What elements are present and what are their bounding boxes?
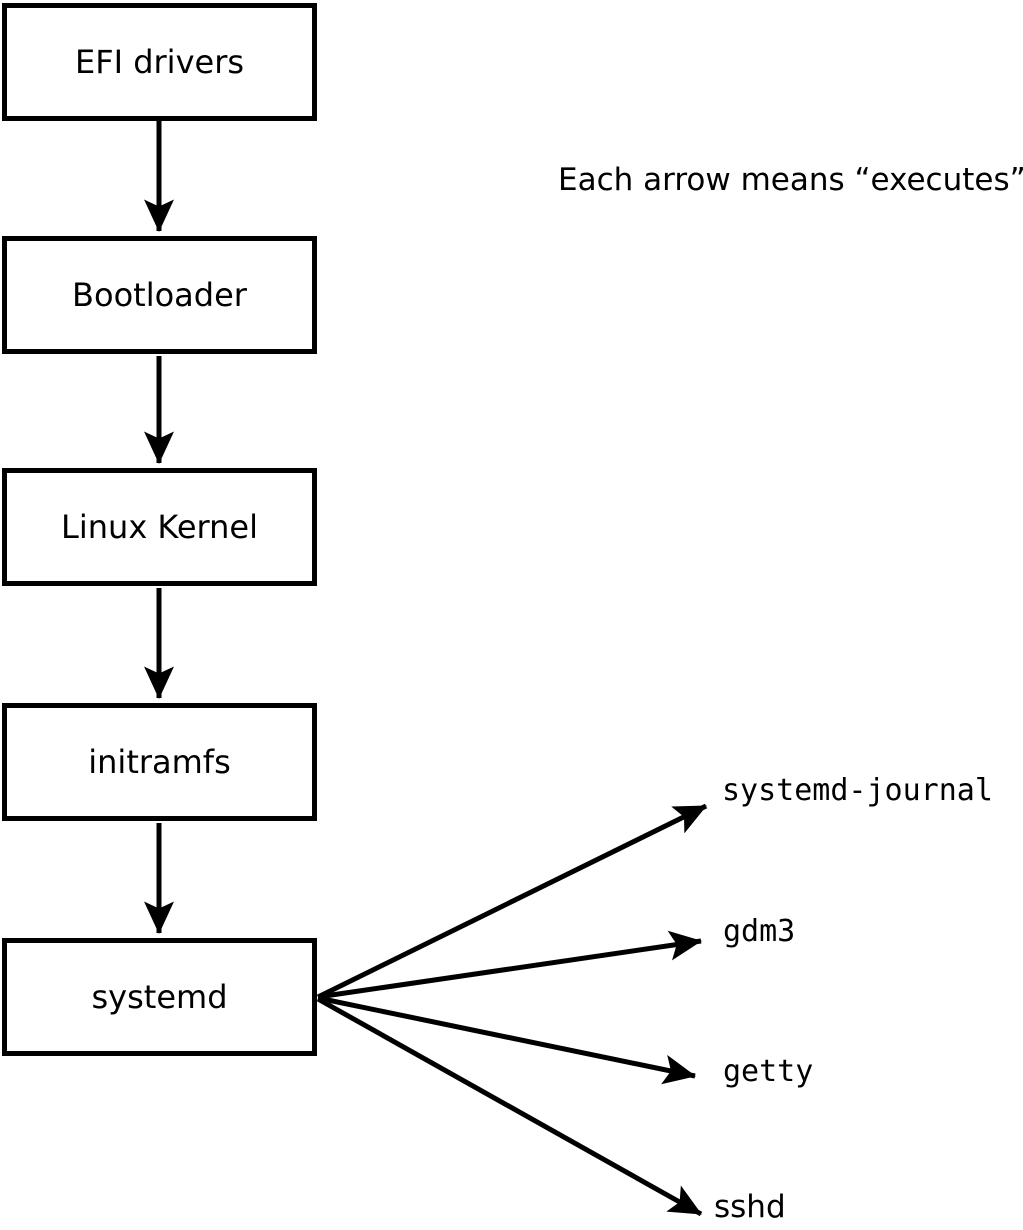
node-bootloader: Bootloader (2, 236, 317, 354)
arrow-systemd-to-sshd (316, 996, 703, 1217)
label-getty: getty (723, 1054, 814, 1089)
node-initramfs: initramfs (2, 703, 317, 821)
arrow-systemd-to-getty (317, 995, 696, 1085)
node-efi-drivers: EFI drivers (2, 3, 317, 121)
node-label: EFI drivers (74, 43, 245, 81)
node-systemd: systemd (2, 938, 317, 1056)
arrow-systemd-to-gdm3 (317, 930, 702, 1000)
node-label: Bootloader (72, 276, 247, 314)
diagram-caption: Each arrow means “executes”. (558, 162, 1023, 198)
arrow-systemd-to-journal (316, 803, 708, 1000)
node-label: systemd (91, 978, 228, 1016)
label-systemd-journal: systemd-journal (722, 773, 993, 808)
label-sshd: sshd (714, 1189, 786, 1225)
node-linux-kernel: Linux Kernel (2, 468, 317, 586)
node-label: Linux Kernel (61, 508, 258, 546)
label-gdm3: gdm3 (723, 914, 796, 949)
node-label: initramfs (88, 743, 231, 781)
